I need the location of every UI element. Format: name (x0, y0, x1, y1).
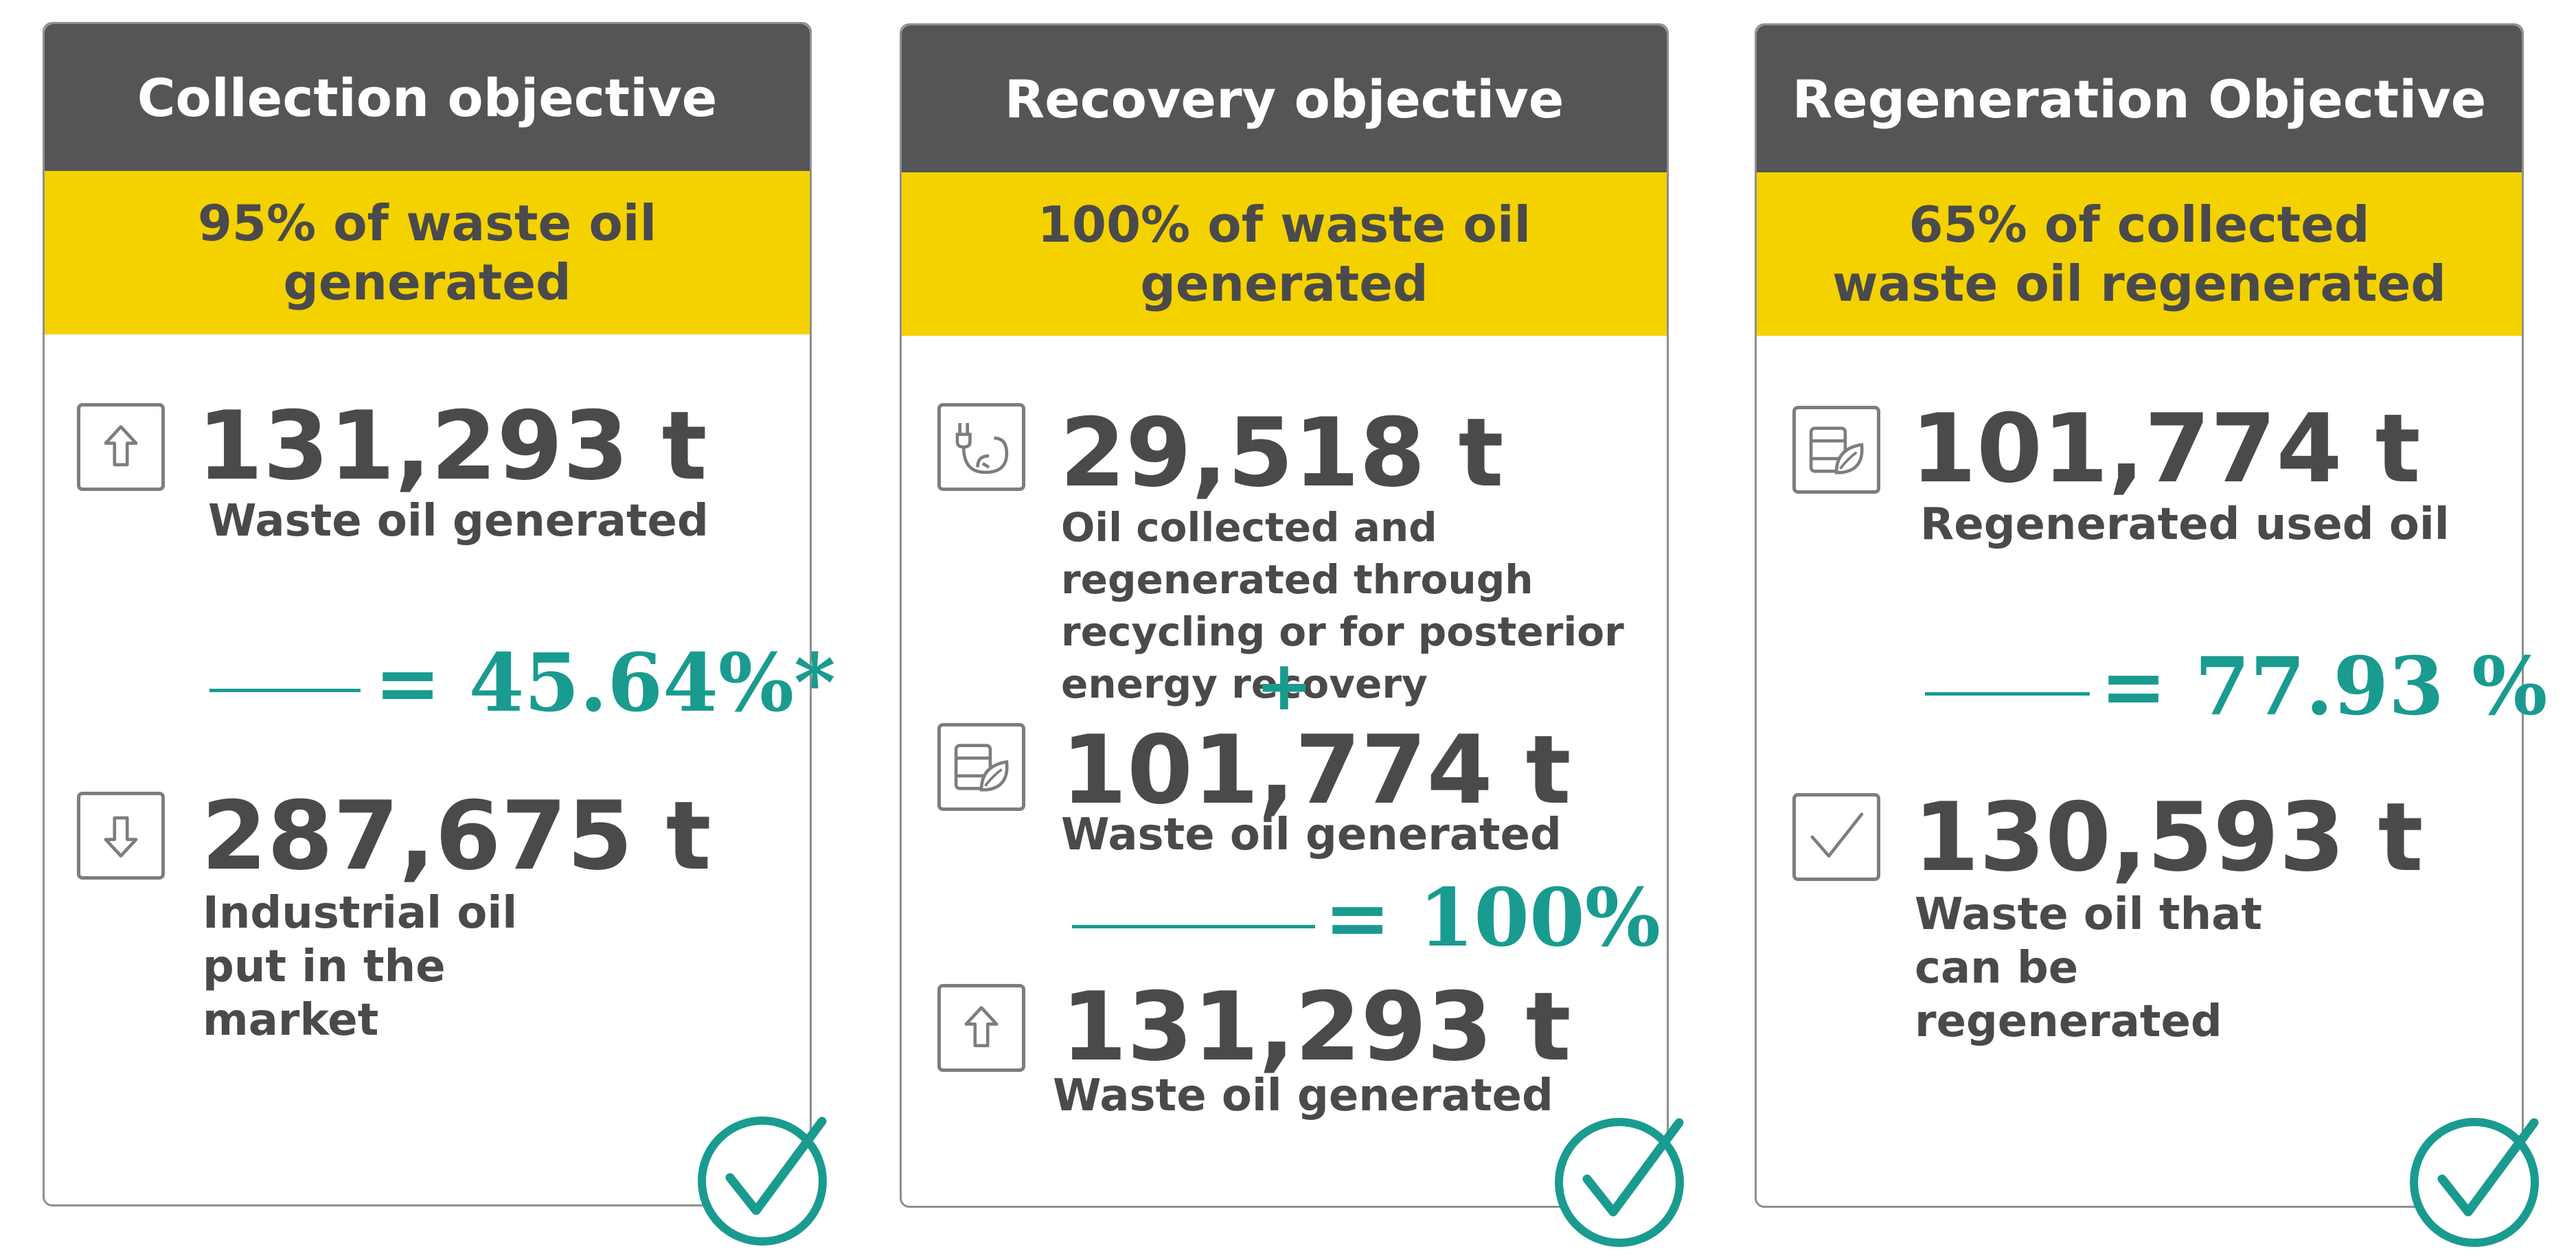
regeneration-card: Regeneration Objective 65% of collected … (1755, 23, 2547, 1247)
card-title: Recovery objective (902, 25, 1667, 172)
oil-collected-value: 29,518 t (1060, 398, 1504, 508)
check-circle-icon (2410, 1118, 2539, 1247)
regeneration-result: = 77.93 % (2100, 640, 2548, 733)
arrow-up-icon (77, 403, 165, 491)
arrow-down-icon (77, 792, 165, 880)
regenerated-oil-value: 101,774 t (1061, 715, 1571, 825)
plus-sign: + (1255, 645, 1313, 726)
check-circle-icon (1555, 1118, 1684, 1247)
card-title: Regeneration Objective (1757, 25, 2522, 172)
regeneration-barrel-icon (1792, 406, 1880, 494)
waste-oil-generated-value: 131,293 t (1061, 972, 1571, 1082)
card-target: 95% of waste oil generated (45, 171, 810, 334)
regenerated-oil-label: Waste oil generated (1061, 810, 1562, 860)
card-title: Collection objective (45, 24, 810, 171)
arrow-up-icon (937, 984, 1025, 1072)
fraction-line (1925, 692, 2090, 696)
collection-card: Collection objective 95% of waste oil ge… (43, 22, 836, 1246)
fraction-line (1072, 925, 1315, 928)
collection-result: = 45.64%* (374, 637, 836, 730)
industrial-oil-value: 287,675 t (201, 781, 711, 891)
regenerated-used-oil-label: Regenerated used oil (1920, 499, 2450, 550)
recovery-result: = 100% (1324, 871, 1661, 965)
energy-recovery-icon (937, 403, 1025, 491)
check-circle-icon (698, 1116, 827, 1246)
industrial-oil-label: Industrial oil put in the market (203, 888, 518, 1046)
recovery-card: Recovery objective 100% of waste oil gen… (900, 23, 1684, 1247)
waste-oil-generated-value: 131,293 t (197, 391, 707, 501)
waste-oil-generated-label: Waste oil generated (208, 496, 709, 547)
fraction-line (209, 689, 361, 692)
card-target: 65% of collected waste oil regenerated (1757, 172, 2522, 336)
regenerable-oil-value: 130,593 t (1913, 782, 2424, 893)
regenerated-used-oil-value: 101,774 t (1911, 393, 2421, 504)
oil-collected-label: Oil collected and regenerated through re… (1061, 504, 1624, 707)
checkbox-icon (1792, 793, 1880, 881)
regenerable-oil-label: Waste oil that can be regenerated (1915, 889, 2262, 1047)
waste-oil-generated-label: Waste oil generated (1053, 1070, 1553, 1121)
regeneration-barrel-icon (937, 723, 1025, 811)
card-target: 100% of waste oil generated (902, 172, 1667, 336)
